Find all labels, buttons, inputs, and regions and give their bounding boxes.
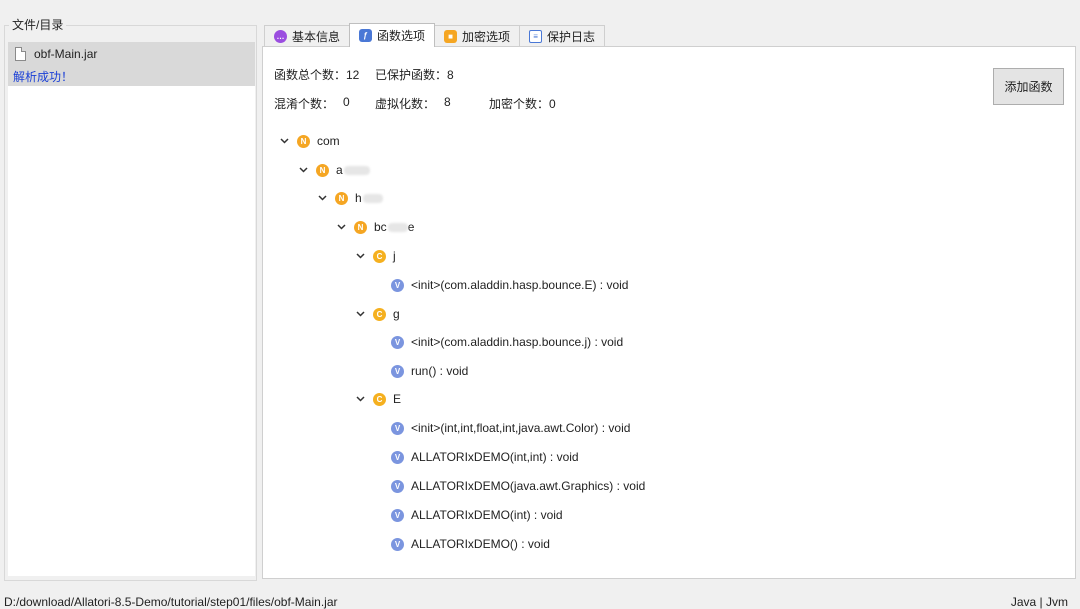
tab-label: 基本信息: [292, 30, 341, 44]
tree-node-label: <init>(com.aladdin.hasp.bounce.E) : void: [411, 278, 629, 292]
tab-bar: … 基本信息 ƒ 函数选项 ■ 加密选项 ≡ 保护日志: [264, 23, 606, 47]
class-icon: C: [373, 249, 386, 263]
tree-node-label: E: [393, 392, 402, 406]
tree-node-label: <init>(int,int,float,int,java.awt.Color)…: [411, 421, 631, 435]
tree-node-package[interactable]: N h: [317, 189, 383, 207]
chevron-down-icon[interactable]: [336, 222, 346, 232]
method-icon: V: [391, 278, 404, 292]
virtualized-count-label: 虚拟化数：: [375, 97, 436, 111]
tree-node-label: ALLATORIxDEMO(int,int) : void: [411, 450, 579, 464]
tree-node-class[interactable]: C j: [355, 247, 396, 265]
tree-node-method[interactable]: V <init>(com.aladdin.hasp.bounce.j) : vo…: [391, 333, 623, 351]
tree-node-label: <init>(com.aladdin.hasp.bounce.j) : void: [411, 335, 624, 349]
tree-node-label: ALLATORIxDEMO() : void: [411, 537, 550, 551]
virtualized-count-value: 8: [444, 95, 451, 109]
tree-node-class[interactable]: C g: [355, 305, 400, 323]
tree-node-package[interactable]: N com: [279, 132, 340, 150]
method-icon: V: [391, 479, 404, 493]
tree-node-method[interactable]: V <init>(com.aladdin.hasp.bounce.E) : vo…: [391, 276, 628, 294]
status-file-path: D:/download/Allatori-8.5-Demo/tutorial/s…: [4, 595, 338, 609]
chevron-down-icon[interactable]: [279, 136, 289, 146]
tree-node-method[interactable]: V ALLATORIxDEMO(int) : void: [391, 506, 563, 524]
function-options-panel: 函数总个数：12 已保护函数：8 混淆个数： 0 虚拟化数： 8 加密个数：0 …: [262, 46, 1076, 579]
tree-node-label: h: [355, 191, 383, 205]
tree-node-method[interactable]: V <init>(int,int,float,int,java.awt.Colo…: [391, 419, 630, 437]
chevron-down-icon[interactable]: [355, 394, 365, 404]
tree-node-label: g: [393, 307, 400, 321]
tree-node-label: a: [336, 163, 370, 177]
obfuscated-count-value: 0: [343, 95, 350, 109]
tree-node-method[interactable]: V ALLATORIxDEMO() : void: [391, 535, 550, 553]
method-icon: V: [391, 537, 404, 551]
parse-status: 解析成功！: [13, 70, 74, 84]
chat-bubble-icon: …: [274, 30, 287, 43]
file-directory-title: 文件/目录: [9, 16, 67, 33]
file-icon: [15, 47, 26, 61]
tree-node-method[interactable]: V ALLATORIxDEMO(int,int) : void: [391, 448, 579, 466]
add-function-button[interactable]: 添加函数: [993, 68, 1064, 105]
tab-basic-info[interactable]: … 基本信息: [264, 25, 351, 47]
tree-node-method[interactable]: V ALLATORIxDEMO(java.awt.Graphics) : voi…: [391, 477, 645, 495]
method-icon: V: [391, 421, 404, 435]
tree-node-label: run() : void: [411, 364, 469, 378]
method-icon: V: [391, 508, 404, 522]
tab-encryption-options[interactable]: ■ 加密选项: [434, 25, 521, 47]
obfuscated-count-label: 混淆个数：: [274, 97, 335, 111]
tab-function-options[interactable]: ƒ 函数选项: [349, 23, 436, 47]
method-icon: V: [391, 450, 404, 464]
tree-node-class[interactable]: C E: [355, 390, 401, 408]
encrypted-count: 加密个数：0: [489, 97, 556, 111]
tree-node-package[interactable]: N a: [298, 161, 370, 179]
package-icon: N: [297, 134, 310, 148]
chevron-down-icon[interactable]: [317, 193, 327, 203]
class-icon: C: [373, 307, 386, 321]
tree-node-label: ALLATORIxDEMO(int) : void: [411, 508, 563, 522]
tab-label: 函数选项: [377, 29, 426, 43]
chevron-down-icon[interactable]: [355, 309, 365, 319]
status-runtime: Java | Jvm: [1010, 595, 1068, 609]
package-icon: N: [354, 220, 367, 234]
tree-node-label: ALLATORIxDEMO(java.awt.Graphics) : void: [411, 479, 646, 493]
class-icon: C: [373, 392, 386, 406]
log-icon: ≡: [529, 30, 543, 43]
tab-protection-log[interactable]: ≡ 保护日志: [519, 25, 606, 47]
tree-node-method[interactable]: V run() : void: [391, 362, 468, 380]
package-icon: N: [316, 163, 329, 177]
method-icon: V: [391, 364, 404, 378]
tab-label: 保护日志: [547, 30, 596, 44]
tab-label: 加密选项: [462, 30, 511, 44]
method-icon: V: [391, 335, 404, 349]
protected-functions: 已保护函数：8: [375, 68, 454, 82]
total-functions: 函数总个数：12: [274, 68, 360, 82]
tree-node-label: com: [317, 134, 340, 148]
file-list-item[interactable]: obf-Main.jar 解析成功！: [8, 42, 255, 86]
lock-icon: ■: [444, 30, 458, 43]
file-name: obf-Main.jar: [34, 47, 98, 61]
tree-node-label: j: [393, 249, 396, 263]
package-icon: N: [335, 191, 348, 205]
chevron-down-icon[interactable]: [298, 165, 308, 175]
file-list[interactable]: obf-Main.jar 解析成功！: [8, 42, 255, 576]
function-icon: ƒ: [359, 29, 373, 42]
chevron-down-icon[interactable]: [355, 251, 365, 261]
